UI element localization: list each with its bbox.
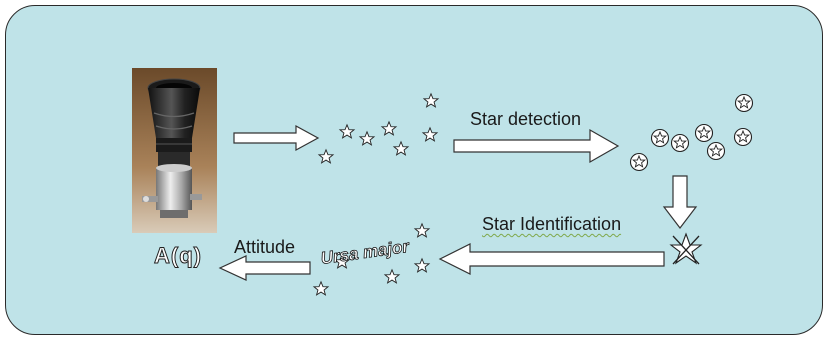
star-icon	[313, 281, 329, 296]
attitude-label: Attitude	[234, 237, 296, 257]
star-icon	[414, 223, 430, 238]
star-icon	[422, 127, 438, 142]
arrow-star-identification	[438, 243, 665, 275]
circled-star-icon	[629, 152, 649, 172]
star-icon	[384, 269, 400, 284]
quaternion-label: A(q)	[154, 243, 202, 268]
star-detection-label: Star detection	[470, 109, 582, 129]
star-tracker-camera-image	[132, 68, 217, 233]
circled-star-icon	[706, 141, 726, 161]
arrow-camera-to-stars	[233, 124, 320, 152]
star-identification-label: Star Identification	[482, 214, 622, 234]
star-icon	[423, 93, 439, 108]
circled-star-icon	[733, 127, 753, 147]
identified-star-icon	[669, 232, 703, 265]
detected-star-field	[629, 93, 754, 172]
star-icon	[381, 121, 397, 136]
arrow-attitude	[218, 255, 311, 281]
raw-star-field	[318, 93, 439, 164]
circled-star-icon	[670, 133, 690, 153]
star-icon	[318, 149, 334, 164]
arrow-down	[662, 175, 698, 229]
circled-star-icon	[734, 93, 754, 113]
star-icon	[393, 141, 409, 156]
star-icon	[359, 131, 375, 146]
star-icon	[414, 258, 430, 273]
star-icon	[339, 124, 355, 139]
circled-star-icon	[650, 128, 670, 148]
arrow-star-detection	[453, 128, 620, 164]
circled-star-icon	[694, 123, 714, 143]
